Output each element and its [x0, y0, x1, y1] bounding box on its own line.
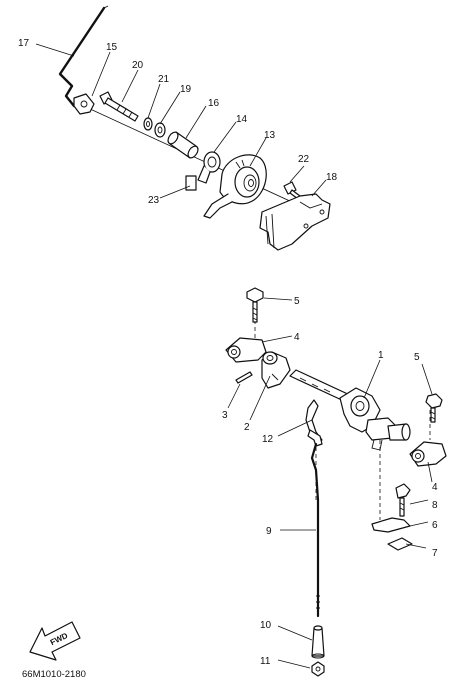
callout-3: 3	[222, 410, 228, 421]
callout-4-left: 4	[294, 332, 300, 343]
callout-4-right: 4	[432, 482, 438, 493]
part-9-link-rod	[307, 429, 323, 618]
callout-7: 7	[432, 548, 438, 559]
callout-12: 12	[262, 434, 274, 445]
part-21-washer	[143, 117, 153, 131]
callout-23: 23	[148, 195, 160, 206]
callout-5-right: 5	[414, 352, 420, 363]
part-5-bolt-left	[246, 287, 264, 323]
leader-lines	[35, 43, 433, 669]
callout-1: 1	[378, 350, 384, 361]
callout-10: 10	[260, 620, 272, 631]
part-17-rod-tip	[103, 5, 109, 9]
part-7-plate	[387, 537, 413, 551]
callout-6: 6	[432, 520, 438, 531]
callout-9: 9	[266, 526, 272, 537]
part-17-rod	[58, 6, 106, 108]
part-5-bolt-right	[425, 393, 443, 423]
part-2-lever	[261, 351, 291, 389]
part-11-nut	[311, 661, 325, 677]
callout-22: 22	[298, 154, 310, 165]
callout-15: 15	[106, 42, 118, 53]
callout-16: 16	[208, 98, 220, 109]
callout-20: 20	[132, 60, 144, 71]
part-1-shaft-assembly	[289, 369, 411, 451]
callout-13: 13	[264, 130, 276, 141]
part-16-spacer	[167, 131, 199, 159]
part-18-plate	[259, 193, 331, 251]
part-6-plate	[371, 517, 411, 533]
callouts: 17 15 20 21 19 16 14 13 22 18 23 5 4 1 5…	[18, 38, 438, 667]
part-10-spacer	[311, 625, 325, 659]
upper-assembly	[58, 5, 331, 251]
fwd-arrow: FWD	[29, 621, 81, 661]
callout-14: 14	[236, 114, 248, 125]
callout-8: 8	[432, 500, 438, 511]
part-15-collar	[73, 93, 95, 115]
lower-assembly	[225, 287, 447, 677]
part-19-washer	[154, 122, 166, 138]
callout-11: 11	[260, 656, 271, 667]
callout-2: 2	[244, 422, 250, 433]
part-13-throttle-cam	[203, 154, 267, 219]
part-4-clamp-left	[225, 337, 267, 363]
part-8-screw	[395, 483, 411, 517]
drawing-code: 66M1010-2180	[22, 669, 86, 680]
part-4-clamp-right	[409, 441, 447, 467]
callout-21: 21	[158, 74, 170, 85]
callout-17: 17	[18, 38, 30, 49]
callout-5-top: 5	[294, 296, 300, 307]
callout-18: 18	[326, 172, 338, 183]
part-3-pin	[235, 371, 253, 384]
part-20-bolt	[99, 91, 139, 122]
part-14-bushing	[197, 151, 221, 184]
upper-axis-line	[87, 107, 306, 209]
part-23-bracket	[185, 175, 197, 191]
callout-19: 19	[180, 84, 192, 95]
